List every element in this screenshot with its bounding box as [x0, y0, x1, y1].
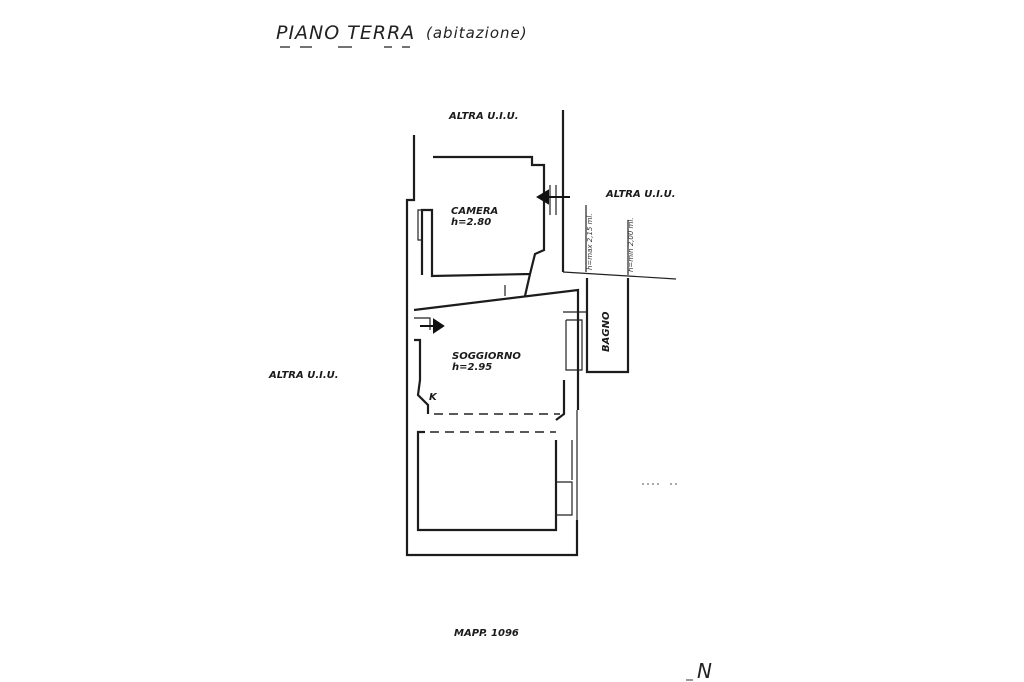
north-mark: N	[697, 659, 712, 682]
soggiorno-room-walls	[414, 338, 430, 414]
room-soggiorno-height: h=2.95	[452, 362, 492, 373]
label-altra-uiu-north: ALTRA U.I.U.	[448, 111, 519, 122]
room-bagno-name: BAGNO	[601, 311, 612, 352]
height-note-a: h=max 2,15 ml.	[586, 213, 594, 270]
plan-title: PIANO TERRA	[276, 22, 415, 44]
parcel-label: MAPP. 1096	[454, 628, 519, 639]
camera-room-walls	[420, 155, 546, 278]
label-altra-uiu-east: ALTRA U.I.U.	[605, 189, 676, 200]
bagno-room-walls	[585, 278, 630, 374]
lower-room-walls	[416, 430, 558, 532]
room-soggiorno-name: SOGGIORNO	[452, 351, 521, 362]
outer-wall-west	[405, 135, 579, 557]
room-camera-name: CAMERA	[451, 206, 498, 217]
plan-title-note: (abitazione)	[426, 24, 528, 42]
kitchen-mark: K	[429, 392, 438, 403]
height-note-b: h=min 2,00 ml.	[627, 217, 635, 272]
room-camera-height: h=2.80	[451, 217, 491, 228]
boundary-east	[562, 271, 677, 280]
label-altra-uiu-west: ALTRA U.I.U.	[268, 370, 339, 381]
